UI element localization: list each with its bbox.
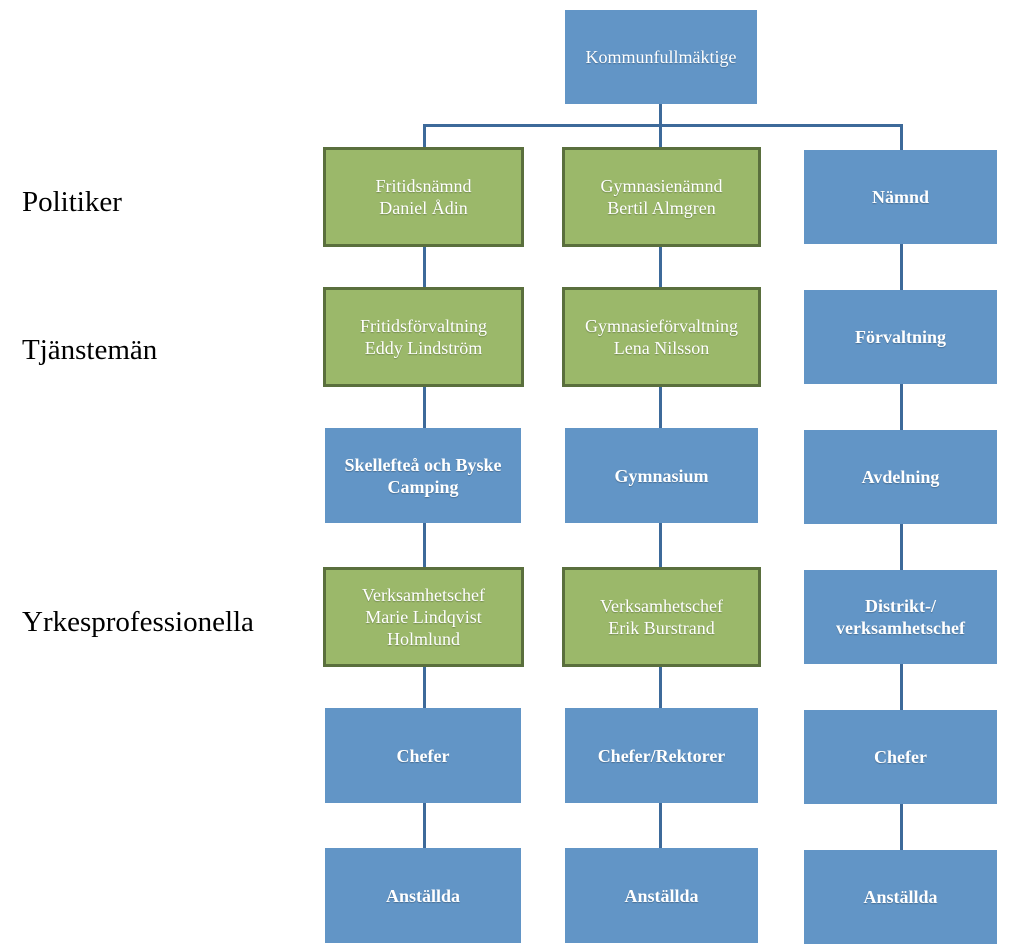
node-gymnasium: Gymnasium (565, 428, 758, 523)
node-text: Marie Lindqvist (365, 607, 482, 627)
node-chefer-col-1: Chefer (325, 708, 521, 803)
node-forvaltning: Förvaltning (804, 290, 997, 384)
level-label-yrkesprofessionella: Yrkesprofessionella (22, 606, 254, 638)
node-text: Holmlund (386, 629, 460, 649)
node-gymnasienamnd: Gymnasienämnd Bertil Almgren (562, 147, 761, 247)
node-text: Avdelning (861, 467, 940, 487)
connector-drop-col-1 (423, 124, 426, 148)
node-text: verksamhetschef (836, 618, 965, 638)
node-text: Fritidsförvaltning (360, 316, 487, 336)
node-text: Gymnasieförvaltning (585, 316, 738, 336)
node-fritidsnamnd: Fritidsnämnd Daniel Ådin (323, 147, 524, 247)
connector-col-1-seg-1 (423, 247, 426, 287)
node-text: Anställda (624, 885, 699, 906)
level-label-politiker: Politiker (22, 186, 122, 218)
node-anstallda-col-2: Anställda (565, 848, 758, 943)
connector-col-2-seg-1 (659, 247, 662, 287)
node-text: Skellefteå och Byske (344, 454, 502, 475)
node-fritidsforvaltning: Fritidsförvaltning Eddy Lindström (323, 287, 524, 387)
connector-col-2-seg-5 (659, 803, 662, 848)
node-text: Distrikt-/ (865, 596, 936, 616)
connector-col-1-seg-4 (423, 667, 426, 708)
connector-horizontal (423, 124, 903, 127)
node-anstallda-col-1: Anställda (325, 848, 521, 943)
connector-col-3-seg-3 (900, 524, 903, 570)
node-text: Daniel Ådin (379, 198, 468, 218)
level-label-tjansteman: Tjänstemän (22, 334, 158, 366)
connector-drop-col-3 (900, 124, 903, 150)
node-text: Förvaltning (854, 327, 946, 347)
connector-col-1-seg-5 (423, 803, 426, 848)
connector-col-2-seg-3 (659, 523, 662, 567)
node-text: Anställda (385, 885, 461, 906)
node-skelleftea-camping: Skellefteå och Byske Camping (325, 428, 521, 523)
node-distrikt-verksamhetschef: Distrikt-/ verksamhetschef (804, 570, 997, 664)
node-text: Eddy Lindström (364, 338, 483, 358)
connector-col-1-seg-3 (423, 523, 426, 567)
node-text: Anställda (863, 887, 938, 907)
connector-col-1-seg-2 (423, 387, 426, 428)
connector-col-2-seg-2 (659, 387, 662, 428)
node-text: Gymnasienämnd (600, 176, 723, 196)
node-text: Verksamhetschef (600, 596, 723, 616)
node-text: Nämnd (871, 187, 929, 207)
connector-top-vertical (659, 104, 662, 126)
node-avdelning: Avdelning (804, 430, 997, 524)
node-text: Bertil Almgren (607, 198, 716, 218)
node-text: Chefer (874, 747, 927, 767)
node-text: Fritidsnämnd (375, 176, 472, 196)
node-text: Camping (387, 476, 459, 497)
node-chefer-col-3: Chefer (804, 710, 997, 804)
node-verksamhetschef-col-2: Verksamhetschef Erik Burstrand (562, 567, 761, 667)
node-text: Lena Nilsson (613, 338, 710, 358)
node-text: Verksamhetschef (362, 585, 485, 605)
node-gymnasieforvaltning: Gymnasieförvaltning Lena Nilsson (562, 287, 761, 387)
connector-col-2-seg-4 (659, 667, 662, 708)
node-namnd: Nämnd (804, 150, 997, 244)
node-text: Chefer (396, 745, 450, 766)
connector-col-3-seg-2 (900, 384, 903, 430)
node-verksamhetschef-col-1: Verksamhetschef Marie Lindqvist Holmlund (323, 567, 524, 667)
node-text: Chefer/Rektorer (597, 745, 726, 766)
node-anstallda-col-3: Anställda (804, 850, 997, 944)
node-text: Gymnasium (614, 465, 709, 486)
node-text: Erik Burstrand (608, 618, 715, 638)
connector-col-3-seg-4 (900, 664, 903, 710)
connector-col-3-seg-5 (900, 804, 903, 850)
node-text: Kommunfullmäktige (585, 47, 737, 67)
node-kommunfullmaktige: Kommunfullmäktige (565, 10, 757, 104)
connector-col-3-seg-1 (900, 244, 903, 290)
node-chefer-rektorer: Chefer/Rektorer (565, 708, 758, 803)
connector-drop-col-2 (659, 124, 662, 148)
